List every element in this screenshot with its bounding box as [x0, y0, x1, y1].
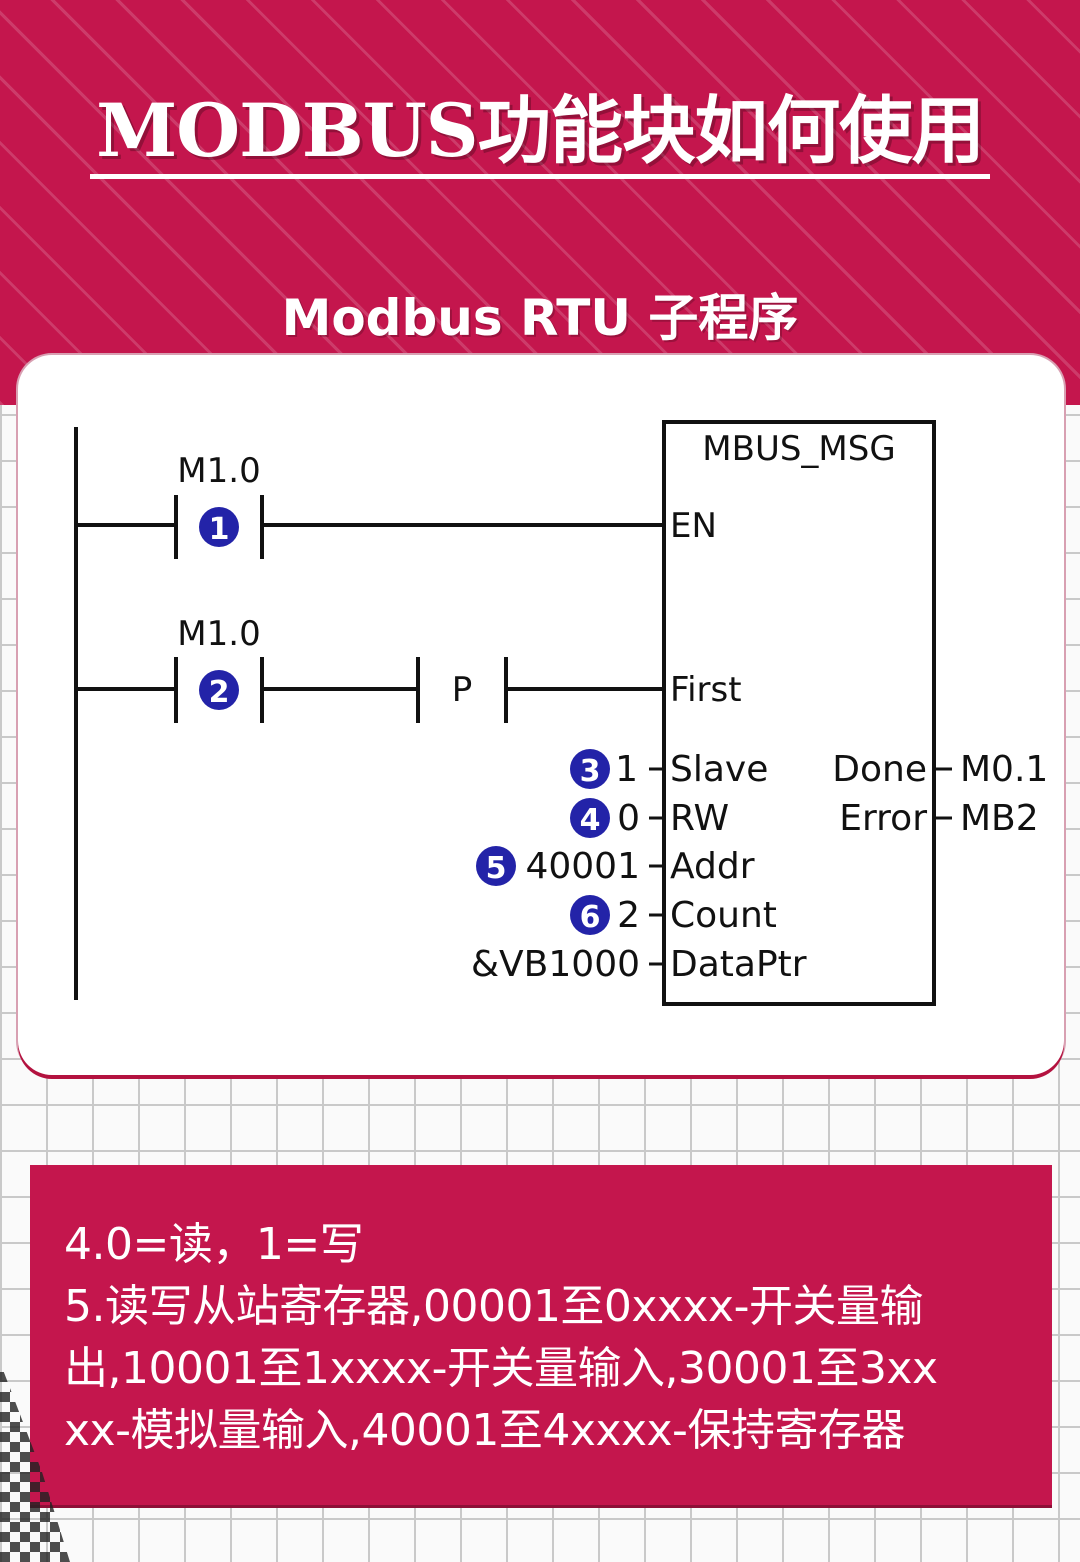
note-line-1: 4.0=读，1=写 — [64, 1219, 364, 1270]
page-title: MODBUS功能块如何使用 — [0, 94, 1080, 180]
output-done-value: M0.1 — [960, 749, 1048, 790]
input-dataptr-value: &VB1000 — [471, 944, 640, 985]
badge-6 — [570, 895, 610, 935]
badge-2 — [199, 670, 239, 710]
edge-contact-label: P — [452, 670, 473, 710]
pin-error: Error — [839, 798, 927, 839]
badge-4 — [570, 798, 610, 838]
input-addr-value: 40001 — [525, 846, 640, 887]
output-error-row: Error MB2 — [839, 798, 1038, 839]
input-rw-value: 0 — [617, 798, 640, 839]
pin-dataptr: DataPtr — [670, 944, 807, 985]
badge-2-text: 2 — [209, 675, 230, 710]
input-rw-row: 4 0 RW — [570, 798, 729, 839]
pin-rw: RW — [670, 798, 729, 839]
badge-3 — [570, 749, 610, 789]
input-dataptr-row: &VB1000 DataPtr — [471, 944, 807, 985]
badge-3-text: 3 — [580, 754, 601, 789]
note-line-2: 5.读写从站寄存器,00001至0xxxx-开关量输 — [64, 1281, 923, 1332]
input-slave-row: 3 1 Slave — [570, 749, 768, 790]
pin-slave: Slave — [670, 749, 768, 790]
note-line-4: xx-模拟量输入,40001至4xxxx-保持寄存器 — [64, 1405, 905, 1456]
badge-5 — [476, 846, 516, 886]
mbus-msg-block — [662, 420, 936, 1006]
note-line-3: 出,10001至1xxxx-开关量输入,30001至3xx — [64, 1343, 938, 1394]
rung1-contact-label: M1.0 — [177, 451, 260, 491]
input-count-value: 2 — [617, 895, 640, 936]
block-name: MBUS_MSG — [702, 429, 895, 469]
notes-panel: 4.0=读，1=写 5.读写从站寄存器,00001至0xxxx-开关量输 出,1… — [30, 1165, 1052, 1505]
rung2-contact-label: M1.0 — [177, 614, 260, 654]
input-slave-value: 1 — [615, 749, 638, 790]
header-banner: MODBUS功能块如何使用 Modbus RTU 子程序 — [0, 0, 1080, 405]
pin-count: Count — [670, 895, 777, 936]
page-subtitle: Modbus RTU 子程序 — [281, 289, 799, 347]
badge-5-text: 5 — [486, 851, 507, 886]
badge-1 — [199, 507, 239, 547]
input-count-row: 6 2 Count — [570, 895, 777, 936]
pin-en: EN — [670, 506, 717, 546]
badge-6-text: 6 — [580, 900, 601, 935]
pin-done: Done — [832, 749, 927, 790]
badge-1-text: 1 — [209, 512, 230, 547]
badge-4-text: 4 — [580, 803, 601, 838]
pin-addr: Addr — [670, 846, 755, 887]
output-error-value: MB2 — [960, 798, 1039, 839]
ladder-diagram-card: MBUS_MSG M1.0 1 EN M1.0 2 P First 3 1 Sl… — [18, 355, 1064, 1075]
ladder-diagram: MBUS_MSG M1.0 1 EN M1.0 2 P First 3 1 Sl… — [74, 420, 1048, 1006]
output-done-row: Done M0.1 — [832, 749, 1048, 790]
pin-first: First — [670, 670, 742, 710]
input-addr-row: 5 40001 Addr — [476, 846, 755, 887]
